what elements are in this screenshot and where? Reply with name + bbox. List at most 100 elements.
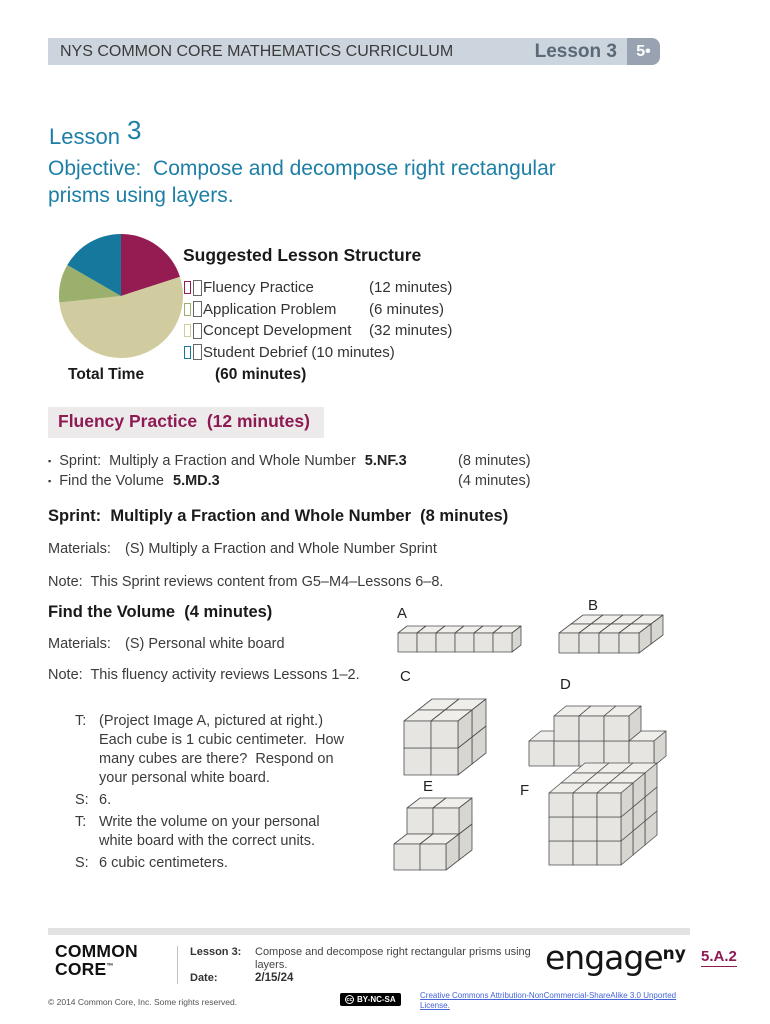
- legend-row: Concept Development(32 minutes): [184, 320, 452, 342]
- cube-face: [596, 816, 622, 842]
- footer-date-value: 2/15/24: [255, 972, 294, 984]
- footer-lesson-label: Lesson 3:: [190, 946, 242, 958]
- cube-face: [548, 792, 574, 818]
- dialogue-speaker: S:: [75, 792, 89, 808]
- legend-checkbox-icon: [193, 279, 202, 296]
- grade-badge: 5•: [627, 38, 660, 65]
- legend-label: Student Debrief: [203, 343, 312, 361]
- cube-face: [454, 632, 475, 653]
- sprint-materials-value: (S) Multiply a Fraction and Whole Number…: [125, 541, 437, 557]
- legend-key-icon: [184, 302, 191, 316]
- cube-face: [578, 632, 600, 654]
- legend-time: (12 minutes): [369, 279, 453, 297]
- figure-label: E: [423, 778, 434, 795]
- cube-face: [406, 807, 434, 835]
- figure-a: A: [397, 605, 522, 653]
- figure-b: B: [558, 597, 664, 654]
- total-time-value: (60 minutes): [215, 366, 307, 383]
- pie-slice-fluency-practice: [121, 234, 180, 296]
- lesson-number: 3: [126, 115, 142, 145]
- cube-face: [553, 715, 580, 742]
- cube-face: [403, 747, 432, 776]
- cube-face: [618, 632, 640, 654]
- cube-face: [596, 792, 622, 818]
- fluency-practice-banner: Fluency Practice (12 minutes): [48, 407, 324, 438]
- cube-face: [548, 840, 574, 866]
- footer-vertical-rule: [177, 946, 178, 984]
- figure-drawing: [548, 762, 658, 866]
- legend-key-icon: [184, 281, 191, 295]
- activity-standard: 5.MD.3: [173, 473, 220, 489]
- lesson-objective: Objective: Compose and decompose right r…: [48, 157, 562, 207]
- legend-time: (6 minutes): [369, 300, 445, 318]
- license-link[interactable]: Creative Commons Attribution-NonCommerci…: [420, 991, 677, 1010]
- activity-time: (4 minutes): [458, 473, 531, 489]
- cube-face: [435, 632, 456, 653]
- activity-row: ▪Sprint: Multiply a Fraction and Whole N…: [48, 451, 698, 471]
- legend-title: Suggested Lesson Structure: [183, 245, 422, 265]
- figure-d: D: [528, 676, 667, 767]
- dialogue-row: T:Write the volume on your personal whit…: [75, 813, 347, 851]
- materials-label: Materials:: [48, 636, 111, 652]
- footer-divider: [48, 928, 690, 935]
- header-lesson-number: Lesson 3: [534, 40, 617, 62]
- cube-face: [419, 843, 447, 871]
- pie-slice-student-debrief: [67, 234, 121, 296]
- dialogue-row: S:6.: [75, 791, 347, 810]
- cube-face: [558, 632, 580, 654]
- trademark-mark: ™: [106, 963, 114, 970]
- figure-label: C: [400, 668, 411, 685]
- dialogue-text: Write the volume on your personal white …: [99, 814, 324, 849]
- curriculum-title: NYS COMMON CORE MATHEMATICS CURRICULUM: [60, 42, 454, 60]
- figure-f: F: [518, 762, 658, 866]
- legend-label: Concept Development: [203, 322, 352, 340]
- volume-materials-value: (S) Personal white board: [125, 636, 285, 652]
- dialogue-text: 6 cubic centimeters.: [99, 855, 228, 871]
- page-reference[interactable]: 5.A.2: [701, 948, 737, 967]
- cube-face: [432, 807, 460, 835]
- sprint-heading: Sprint: Multiply a Fraction and Whole Nu…: [48, 507, 509, 525]
- figure-label: B: [588, 597, 599, 614]
- page-header-bar: NYS COMMON CORE MATHEMATICS CURRICULUM L…: [48, 38, 627, 65]
- legend-key-icon: [184, 345, 191, 359]
- legend-row: Student Debrief (10 minutes): [184, 342, 452, 364]
- cube-face: [572, 840, 598, 866]
- cube-face: [430, 747, 459, 776]
- cube-face: [393, 843, 421, 871]
- cube-face: [572, 792, 598, 818]
- sprint-note: Note: This Sprint reviews content from G…: [48, 574, 444, 590]
- common-core-logo: COMMON CORE™: [55, 941, 138, 979]
- cube-face: [397, 632, 418, 653]
- pie-slice-application-problem: [59, 265, 121, 303]
- legend-row: Fluency Practice (12 minutes): [184, 277, 452, 299]
- legend-key-icon: [184, 324, 191, 338]
- legend-time: (10 minutes): [311, 343, 395, 361]
- cube-face: [572, 816, 598, 842]
- cube-face: [596, 840, 622, 866]
- figure-drawing: [528, 705, 667, 767]
- activity-text: Find the Volume: [59, 473, 164, 489]
- figure-label: D: [560, 676, 571, 693]
- lesson-structure-pie-chart: [59, 234, 183, 358]
- dialogue-speaker: T:: [75, 713, 87, 729]
- cube-face: [416, 632, 437, 653]
- figure-e: E: [393, 778, 473, 871]
- materials-label: Materials:: [48, 541, 111, 557]
- figure-drawing: [558, 614, 664, 654]
- activity-text: Sprint: Multiply a Fraction and Whole Nu…: [59, 453, 356, 469]
- cube-face: [403, 720, 432, 749]
- legend-label: Application Problem: [203, 300, 337, 318]
- dialogue-speaker: S:: [75, 855, 89, 871]
- figure-drawing: [397, 625, 522, 653]
- cube-face: [603, 715, 630, 742]
- cc-icon: cc: [345, 995, 354, 1004]
- pie-legend: Fluency Practice (12 minutes) Application …: [184, 277, 452, 363]
- footer-lesson-description: Compose and decompose right rectangular …: [255, 946, 531, 971]
- engage-ny-logo: engageny: [545, 938, 686, 977]
- legend-label: Fluency Practice: [203, 279, 314, 297]
- pie-slice-concept-development: [59, 276, 183, 358]
- figure-label: A: [397, 605, 408, 622]
